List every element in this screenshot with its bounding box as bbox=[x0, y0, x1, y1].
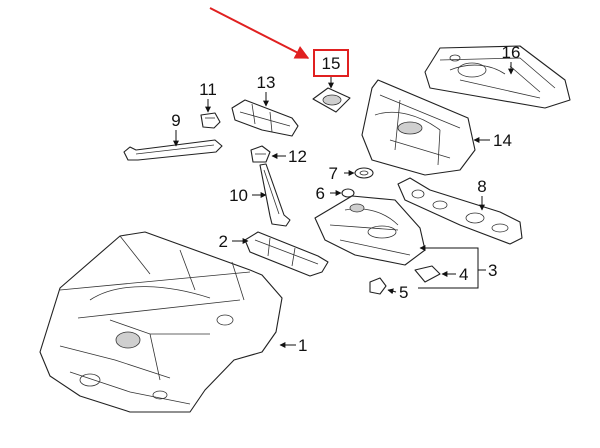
part-9-brace[interactable] bbox=[123, 139, 223, 161]
part-10-strut[interactable] bbox=[259, 163, 291, 227]
part-4-bracket[interactable] bbox=[414, 265, 441, 283]
label-8: 8 bbox=[477, 177, 486, 196]
part-2-rail[interactable] bbox=[244, 231, 329, 277]
part-14-rear-floor[interactable] bbox=[361, 79, 476, 176]
highlight-arrow bbox=[209, 7, 310, 59]
part-3-spare-well[interactable] bbox=[314, 195, 426, 266]
part-1-front-structure[interactable] bbox=[39, 231, 283, 413]
label-11: 11 bbox=[199, 80, 217, 99]
label-3: 3 bbox=[488, 261, 497, 280]
label-16: 16 bbox=[502, 43, 521, 62]
part-16-rear-panel[interactable] bbox=[424, 45, 571, 109]
label-15: 15 bbox=[322, 54, 341, 73]
highlight-box-15 bbox=[313, 49, 349, 77]
label-2: 2 bbox=[219, 232, 228, 251]
label-13: 13 bbox=[257, 73, 276, 92]
part-15-cap[interactable] bbox=[312, 87, 351, 113]
label-7: 7 bbox=[329, 164, 338, 183]
label-1: 1 bbox=[298, 336, 307, 355]
part-6-grommet[interactable] bbox=[341, 188, 355, 198]
part-7-grommet[interactable] bbox=[354, 167, 374, 179]
part-13-bracket[interactable] bbox=[231, 99, 299, 137]
label-4: 4 bbox=[459, 265, 468, 284]
part-5-bracket[interactable] bbox=[369, 277, 387, 295]
label-9: 9 bbox=[171, 111, 180, 130]
label-14: 14 bbox=[493, 131, 512, 150]
part-12-clip[interactable] bbox=[250, 145, 271, 163]
label-10: 10 bbox=[229, 186, 248, 205]
label-6: 6 bbox=[316, 184, 325, 203]
label-12: 12 bbox=[288, 147, 307, 166]
label-5: 5 bbox=[399, 283, 408, 302]
part-11-clip[interactable] bbox=[200, 112, 221, 129]
part-8-cross-member[interactable] bbox=[397, 177, 523, 245]
